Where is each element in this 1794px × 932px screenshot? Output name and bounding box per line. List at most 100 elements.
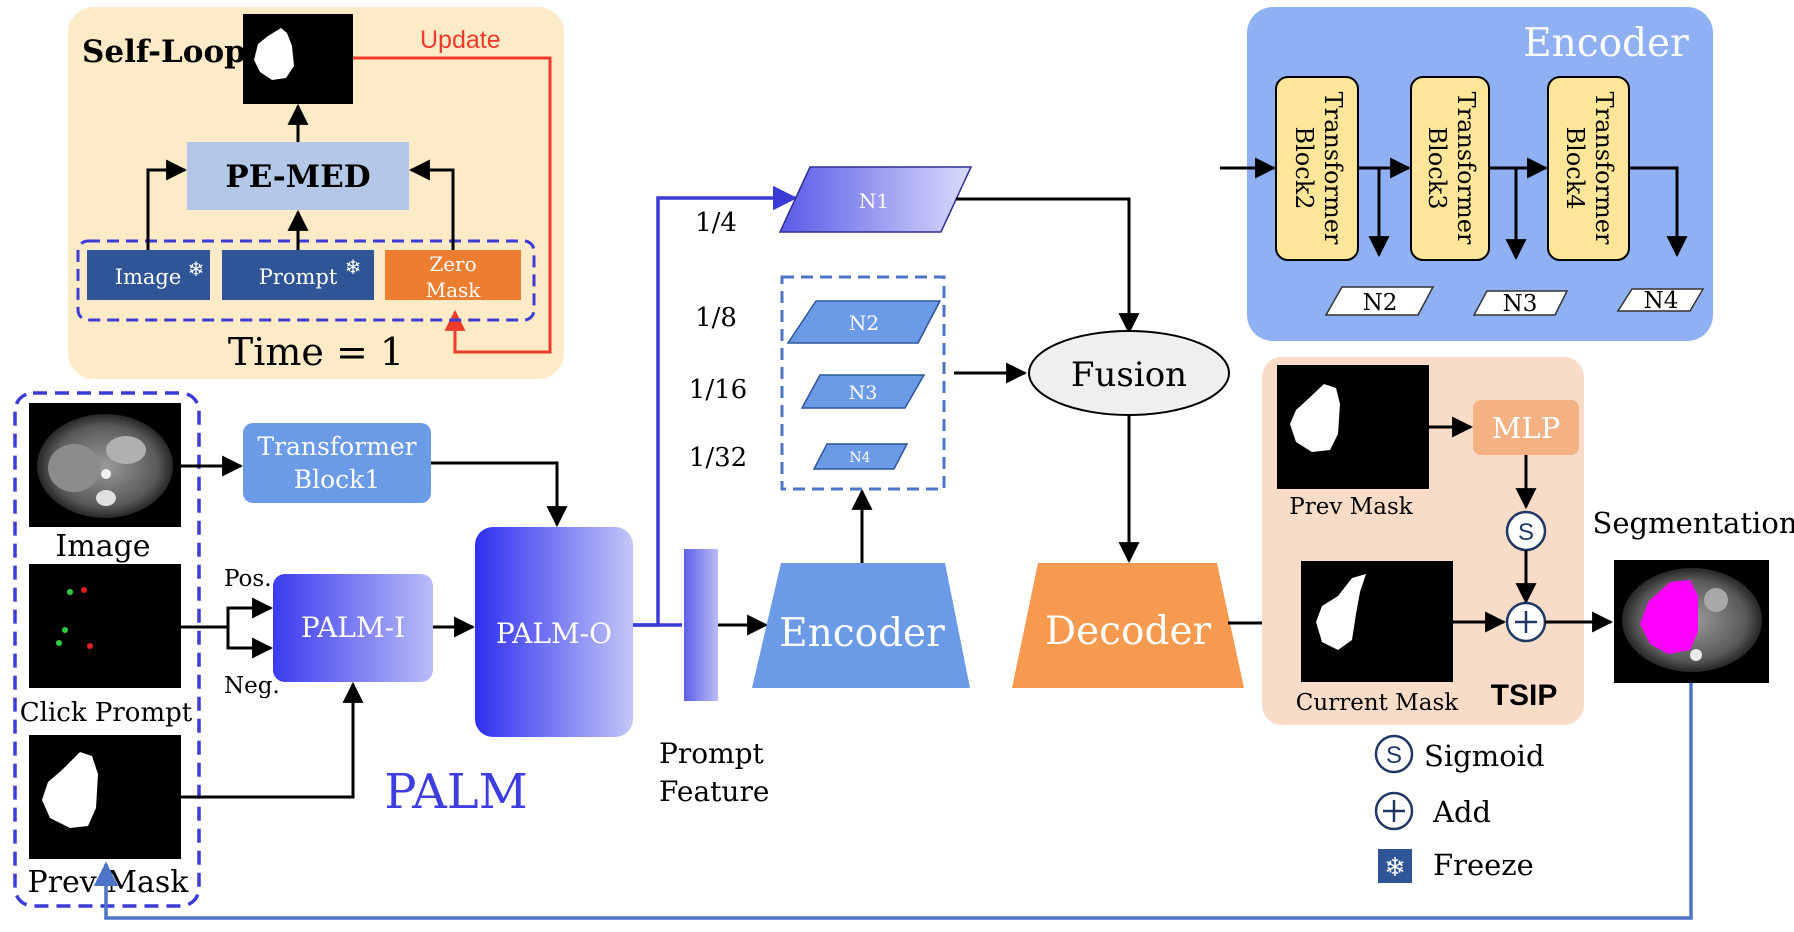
- pemed-block: [187, 142, 409, 210]
- self-loop-prompt-label: Prompt: [259, 265, 338, 289]
- zero-mask-label-line1: Zero: [429, 252, 476, 276]
- pyramid-dashed-box: [780, 275, 946, 491]
- self-loop-output-mask: [243, 14, 353, 104]
- n3-parallelogram: [800, 374, 926, 409]
- self-loop-prompt-block: [222, 250, 374, 300]
- legend-sigmoid-icon: [1374, 734, 1414, 774]
- n4-label: N4: [849, 450, 870, 466]
- freeze-icon: ❄: [345, 257, 362, 279]
- update-arrow: [353, 56, 552, 354]
- mlp-block: [1473, 400, 1579, 455]
- n4-parallelogram: [812, 443, 909, 470]
- palm-i-block: [273, 574, 433, 682]
- legend-freeze-glyph: ❄: [1384, 853, 1406, 882]
- freeze-icon: ❄: [188, 259, 205, 281]
- palm-i-label: PALM-I: [301, 611, 405, 644]
- panel-n4: [1616, 288, 1705, 312]
- sigmoid-symbol: S: [1518, 519, 1534, 546]
- self-loop-image-block: [87, 250, 210, 300]
- prompt-feature-line1: Prompt: [659, 737, 765, 770]
- mlp-label: MLP: [1492, 411, 1560, 445]
- update-label: Update: [420, 26, 501, 54]
- legend-freeze-label: Freeze: [1433, 848, 1534, 882]
- prev-mask-image: [29, 735, 181, 859]
- palm-o-block: [475, 527, 633, 737]
- n1-parallelogram: [778, 166, 973, 233]
- prompt-feature: Prompt Feature: [633, 185, 798, 808]
- self-loop-title: Self-Loop: [82, 34, 246, 70]
- panel-n4-label: N4: [1644, 288, 1679, 314]
- tb1-line1: Transformer: [257, 432, 416, 461]
- decoder-trapezoid: [1012, 563, 1244, 688]
- tsip-panel: Prev Mask MLP S Current Mask TSIP: [1262, 357, 1614, 725]
- tb4-line2: Block4: [1561, 126, 1589, 209]
- encoder-label: Encoder: [779, 611, 945, 656]
- prompt-feature-line2: Feature: [659, 775, 769, 808]
- neg-branch-arrow: [226, 627, 274, 659]
- segmentation-output: Segmentation: [1593, 506, 1794, 683]
- click-prompt-image: [29, 564, 181, 688]
- mask-to-pemed-arrow: [408, 159, 455, 250]
- tb4-line1: Transformer: [1590, 92, 1618, 245]
- legend-add-label: Add: [1432, 795, 1491, 829]
- scale-1-4: 1/4: [695, 208, 737, 238]
- self-loop-image-label: Image: [115, 265, 182, 289]
- palm-title: PALM: [384, 764, 528, 820]
- encoder-panel: Encoder Transformer Block2 Transformer B…: [1220, 7, 1713, 341]
- input-image-label: Image: [55, 529, 150, 564]
- tb4-out-arrow: [1629, 166, 1688, 258]
- zero-mask-block: [385, 250, 521, 300]
- feature-pyramid: N1 1/4 N2 N3 N4 1/8 1/16 1/32: [689, 166, 1140, 491]
- pos-branch-arrow: [226, 597, 274, 627]
- palm-module: Transformer Block1 Pos. Neg. PALM-I PALM…: [181, 423, 633, 820]
- feedback-arrow: [93, 683, 1693, 920]
- segmentation-label: Segmentation: [1593, 506, 1794, 540]
- scale-1-16: 1/16: [689, 375, 747, 405]
- segmentation-organ: [1704, 588, 1728, 612]
- n2-parallelogram: [786, 300, 942, 344]
- tb3-line2: Block3: [1423, 126, 1451, 209]
- panel-n2-label: N2: [1363, 290, 1398, 316]
- prompt-feature-bar: [684, 549, 718, 701]
- self-loop-panel: Self-Loop Update PE-MED Image ❄ Prompt ❄…: [68, 7, 564, 379]
- palm-o-label: PALM-O: [496, 617, 612, 650]
- legend-sigmoid-label: Sigmoid: [1424, 739, 1545, 773]
- prevmask-to-palmi-arrow: [181, 681, 364, 799]
- tb3-line1: Transformer: [1452, 92, 1480, 245]
- segmentation-overlay: [1640, 580, 1698, 654]
- fusion-decoder: Fusion Decoder: [1012, 330, 1302, 688]
- click-prompt-label: Click Prompt: [20, 698, 193, 728]
- time-label: Time = 1: [228, 330, 404, 374]
- zero-mask-label-line2: Mask: [426, 278, 482, 302]
- legend: S Sigmoid Add ❄ Freeze: [1374, 734, 1545, 883]
- tsip-current-mask: [1301, 561, 1453, 682]
- panel-n2: [1324, 286, 1435, 316]
- tsip-title: TSIP: [1491, 679, 1558, 712]
- fusion-label: Fusion: [1071, 355, 1187, 395]
- encoder-panel-title: Encoder: [1523, 21, 1689, 66]
- n2-label: N2: [849, 311, 879, 335]
- n1-to-fusion-arrow: [956, 197, 1140, 335]
- transformer-block1: [243, 423, 431, 503]
- pos-label: Pos.: [224, 566, 272, 592]
- ct-image: [29, 403, 181, 527]
- tsip-prev-mask: [1277, 365, 1429, 489]
- panel-n3: [1472, 290, 1569, 316]
- legend-freeze-icon: [1378, 849, 1412, 883]
- scale-1-8: 1/8: [695, 303, 737, 333]
- panel-n3-label: N3: [1503, 291, 1538, 317]
- tsip-current-mask-label: Current Mask: [1296, 690, 1459, 716]
- prev-mask-label: Prev Mask: [28, 865, 190, 900]
- tb1-line2: Block1: [294, 465, 380, 494]
- decoder-label: Decoder: [1045, 609, 1212, 654]
- segmentation-spine: [1690, 649, 1702, 661]
- tsip-prev-mask-label: Prev Mask: [1289, 494, 1413, 520]
- n3-label: N3: [849, 382, 878, 404]
- scale-1-32: 1/32: [689, 443, 747, 473]
- n1-label: N1: [859, 189, 889, 213]
- tb2-line1: Transformer: [1319, 92, 1347, 245]
- image-to-pemed-arrow: [146, 159, 188, 250]
- tb1-to-palmo-arrow: [431, 461, 568, 528]
- encoder-trapezoid: [752, 563, 970, 688]
